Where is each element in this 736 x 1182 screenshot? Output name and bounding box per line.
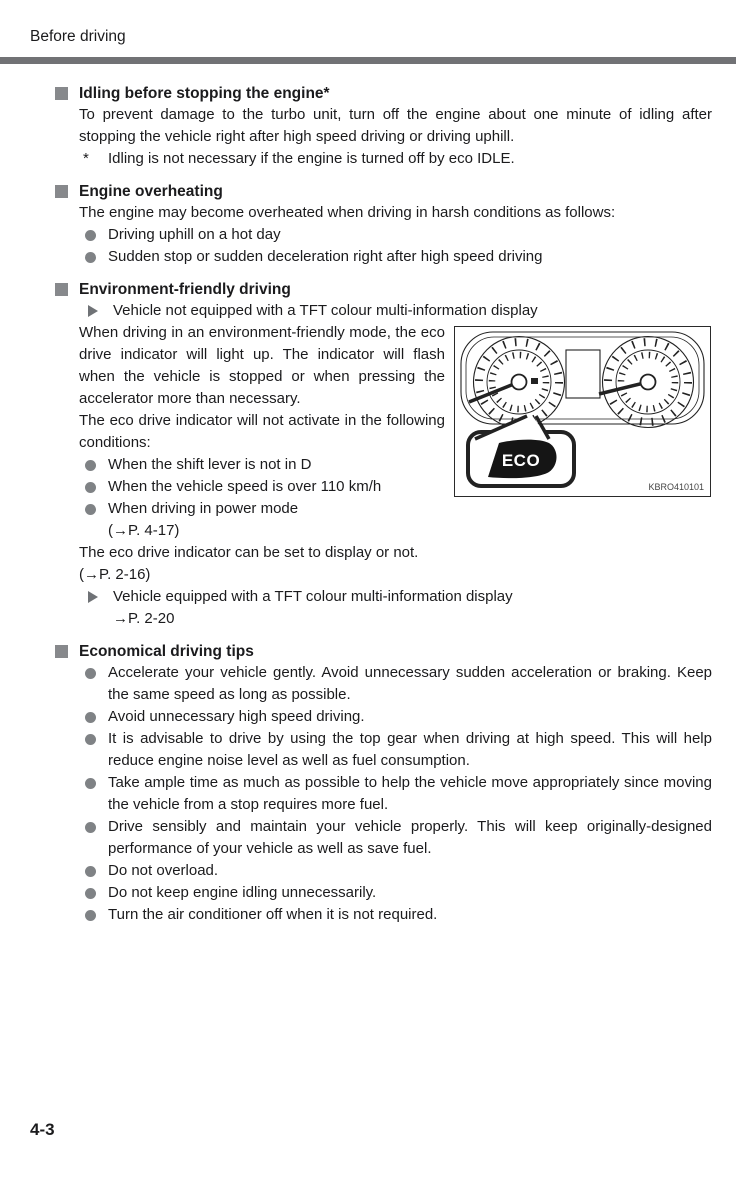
list-item: Accelerate your vehicle gently. Avoid un…: [85, 662, 712, 706]
figure-code: KBRO410101: [648, 482, 704, 492]
bullet-icon: [85, 822, 96, 833]
cluster-illustration: ECO KBRO410101: [460, 331, 705, 492]
eco-leaf-badge: [488, 439, 557, 479]
page-content: Idling before stopping the engine* To pr…: [0, 64, 736, 926]
page-reference: →P. 2-20: [113, 610, 175, 627]
paragraph: To prevent damage to the turbo unit, tur…: [79, 106, 712, 145]
paragraph: The eco drive indicator can be set to di…: [79, 544, 419, 561]
section-square-icon: [55, 645, 68, 658]
callout-bubble: ECO: [466, 414, 576, 488]
paragraph: When driving in an environment-friendly …: [79, 324, 445, 407]
bullet-icon: [85, 460, 96, 471]
list-item: When the vehicle speed is over 110 km/h: [85, 476, 445, 498]
list-item-text: It is advisable to drive by using the to…: [108, 730, 712, 769]
list-item: It is advisable to drive by using the to…: [85, 728, 712, 772]
list-item: Turn the air conditioner off when it is …: [85, 904, 712, 926]
bullet-icon: [85, 230, 96, 241]
list-item-text: When driving in power mode: [108, 500, 299, 517]
cluster-outline: [460, 331, 705, 425]
footnote-row: * Idling is not necessary if the engine …: [79, 148, 712, 170]
page-reference: (→P. 2-16): [79, 566, 151, 583]
bullet-icon: [85, 910, 96, 921]
needle-hub: [639, 373, 657, 391]
list-item-text: Turn the air conditioner off when it is …: [108, 906, 438, 923]
section-heading: Idling before stopping the engine*: [79, 85, 330, 102]
list-item-text: Take ample time as much as possible to h…: [108, 774, 712, 813]
gauge-needle: [468, 380, 520, 404]
list-item-text: Sudden stop or sudden deceleration right…: [108, 248, 543, 265]
list-item: Do not overload.: [85, 860, 712, 882]
section-overheating: Engine overheating The engine may become…: [55, 182, 712, 268]
bullet-icon: [85, 888, 96, 899]
eco-text-column: When driving in an environment-friendly …: [79, 322, 445, 542]
list-item-text: When the shift lever is not in D: [108, 456, 312, 473]
arrow-right-icon: [88, 305, 98, 317]
section-heading-row: Environment-friendly driving: [55, 280, 712, 300]
instrument-cluster-figure: ECO KBRO410101: [454, 326, 711, 497]
list-item-text: Avoid unnecessary high speed driving.: [108, 708, 365, 725]
gauge-needle: [598, 380, 649, 396]
list-item: Take ample time as much as possible to h…: [85, 772, 712, 816]
list-item-text: Do not keep engine idling unnecessarily.: [108, 884, 377, 901]
bullet-icon: [85, 778, 96, 789]
bullet-icon: [85, 668, 96, 679]
variant-row: Vehicle not equipped with a TFT colour m…: [88, 300, 712, 322]
variant-text: Vehicle not equipped with a TFT colour m…: [113, 302, 538, 319]
section-heading-row: Economical driving tips: [55, 642, 712, 662]
section-body: The engine may become overheated when dr…: [79, 202, 712, 268]
section-body: Accelerate your vehicle gently. Avoid un…: [79, 662, 712, 926]
section-heading-row: Engine overheating: [55, 182, 712, 202]
list-item-text: When the vehicle speed is over 110 km/h: [108, 478, 382, 495]
header-divider-bar: [0, 57, 736, 64]
list-item-text: Driving uphill on a hot day: [108, 226, 281, 243]
section-heading: Environment-friendly driving: [79, 281, 291, 298]
needle-hub: [510, 373, 528, 391]
text-and-figure-columns: When driving in an environment-friendly …: [79, 322, 712, 542]
section-square-icon: [55, 283, 68, 296]
multi-info-display: [565, 349, 601, 399]
footnote-marker: *: [83, 150, 89, 167]
section-body: To prevent damage to the turbo unit, tur…: [79, 104, 712, 170]
section-tips: Economical driving tips Accelerate your …: [55, 642, 712, 926]
bullet-icon: [85, 482, 96, 493]
bullet-icon: [85, 712, 96, 723]
speedometer-gauge: [468, 335, 566, 429]
list-item-text: Do not overload.: [108, 862, 219, 879]
list-item-text: Accelerate your vehicle gently. Avoid un…: [108, 664, 712, 703]
list-item: When driving in power mode: [85, 498, 445, 520]
bullet-icon: [85, 504, 96, 515]
list-item: Sudden stop or sudden deceleration right…: [85, 246, 712, 268]
footnote-text: Idling is not necessary if the engine is…: [108, 150, 515, 167]
list-item: When the shift lever is not in D: [85, 454, 445, 476]
section-idling: Idling before stopping the engine* To pr…: [55, 84, 712, 170]
bullet-icon: [85, 866, 96, 877]
callout-tail: [475, 414, 549, 439]
variant-text: Vehicle equipped with a TFT colour multi…: [113, 588, 513, 605]
section-heading-row: Idling before stopping the engine*: [55, 84, 712, 104]
cluster-inner-outline: [465, 336, 700, 420]
page-header-title: Before driving: [30, 28, 126, 45]
list-item: Avoid unnecessary high speed driving.: [85, 706, 712, 728]
section-body: Vehicle not equipped with a TFT colour m…: [79, 300, 712, 630]
section-heading: Engine overheating: [79, 183, 223, 200]
variant-row: Vehicle equipped with a TFT colour multi…: [88, 586, 712, 608]
bullet-icon: [85, 252, 96, 263]
tachometer-gauge: [598, 335, 695, 429]
section-square-icon: [55, 185, 68, 198]
paragraph: The eco drive indicator will not activat…: [79, 412, 445, 451]
section-eco-driving: Environment-friendly driving Vehicle not…: [55, 280, 712, 630]
list-item: Drive sensibly and maintain your vehicle…: [85, 816, 712, 860]
section-square-icon: [55, 87, 68, 100]
eco-badge-label: ECO: [502, 451, 540, 470]
arrow-right-icon: [88, 591, 98, 603]
page-reference: (→P. 4-17): [108, 522, 180, 539]
eco-indicator-mark: [531, 378, 538, 384]
section-heading: Economical driving tips: [79, 643, 254, 660]
list-item-text: Drive sensibly and maintain your vehicle…: [108, 818, 712, 857]
paragraph: The engine may become overheated when dr…: [79, 204, 616, 221]
list-item: Driving uphill on a hot day: [85, 224, 712, 246]
list-item: Do not keep engine idling unnecessarily.: [85, 882, 712, 904]
page-number: 4-3: [30, 1120, 55, 1139]
bullet-icon: [85, 734, 96, 745]
